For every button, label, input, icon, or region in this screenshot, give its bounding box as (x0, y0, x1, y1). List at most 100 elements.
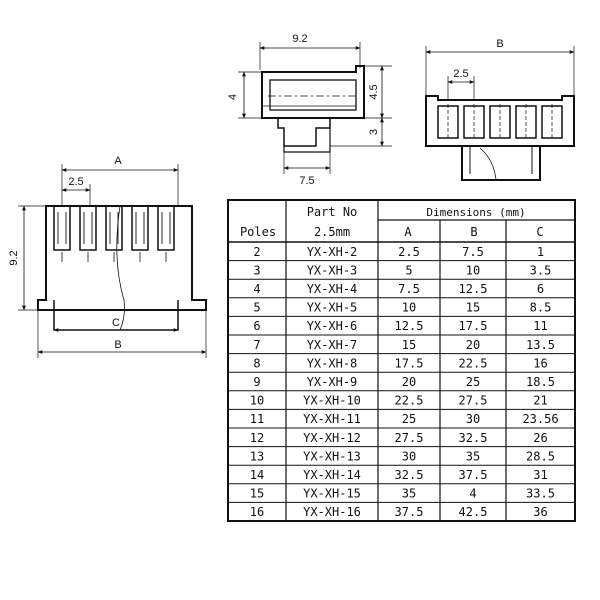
table-cell-a: 15 (402, 338, 416, 352)
front-wire (116, 205, 125, 331)
housing-latch (277, 118, 331, 147)
table-cell-poles: 10 (250, 394, 264, 408)
top-height-label: 4 (227, 94, 239, 100)
table-cell-c: 18.5 (526, 375, 555, 389)
table-cell-a: 7.5 (398, 282, 420, 296)
front-terminal-3 (105, 205, 123, 251)
table-cell-b: 12.5 (459, 282, 488, 296)
front-terminal-5 (157, 205, 175, 251)
table-cell-a: 5 (405, 263, 412, 277)
header-col-a: A (404, 225, 412, 239)
table-cell-c: 8.5 (530, 301, 552, 315)
table-cell-poles: 7 (253, 338, 260, 352)
table-cell-poles: 12 (250, 431, 264, 445)
table-cell-poles: 11 (250, 412, 264, 426)
table-cell-part: YX-XH-10 (303, 394, 361, 408)
table-cell-b: 17.5 (459, 319, 488, 333)
table-cell-poles: 6 (253, 319, 260, 333)
table-row: 10 YX-XH-10 22.5 27.5 21 (250, 394, 548, 408)
table-cell-c: 21 (533, 394, 547, 408)
front-pitch-label: 2.5 (68, 176, 83, 188)
table-cell-part: YX-XH-11 (303, 412, 361, 426)
table-cell-part: YX-XH-6 (307, 319, 358, 333)
header-part-no: Part No (307, 205, 358, 219)
table-cell-a: 10 (402, 301, 416, 315)
table-cell-a: 22.5 (395, 394, 424, 408)
top-width-label: 9.2 (292, 33, 307, 45)
table-cell-part: YX-XH-5 (307, 301, 358, 315)
top-view (238, 42, 392, 174)
table-cell-part: YX-XH-7 (307, 338, 358, 352)
table-row: 11 YX-XH-11 25 30 23.56 (250, 412, 559, 426)
header-part-no-sub: 2.5mm (314, 225, 350, 239)
table-cell-a: 30 (402, 449, 416, 463)
header-col-c: C (536, 225, 543, 239)
front-terminal-2 (79, 205, 97, 251)
table-cell-poles: 15 (250, 487, 264, 501)
table-cell-poles: 2 (253, 245, 260, 259)
front-terminal-1 (53, 205, 71, 251)
table-cell-b: 42.5 (459, 505, 488, 519)
table-cell-c: 31 (533, 468, 547, 482)
header-poles: Poles (240, 225, 276, 239)
table-cell-a: 20 (402, 375, 416, 389)
table-cell-b: 20 (466, 338, 480, 352)
table-cell-part: YX-XH-4 (307, 282, 358, 296)
front-c-label: C (112, 317, 120, 329)
table-cell-poles: 13 (250, 449, 264, 463)
table-cell-b: 37.5 (459, 468, 488, 482)
front-terminal-4 (131, 205, 149, 251)
table-cell-b: 15 (466, 301, 480, 315)
table-cell-c: 3.5 (530, 263, 552, 277)
table-cell-a: 2.5 (398, 245, 420, 259)
table-cell-b: 35 (466, 449, 480, 463)
table-cell-c: 33.5 (526, 487, 555, 501)
table-cell-c: 28.5 (526, 449, 555, 463)
housing-foot (283, 128, 331, 153)
front-a-label: A (114, 155, 122, 167)
table-border (227, 199, 576, 522)
side-wire (479, 147, 497, 181)
top-lower-label: 3 (368, 129, 380, 135)
table-cell-a: 12.5 (395, 319, 424, 333)
table-cell-poles: 9 (253, 375, 260, 389)
table-cell-c: 6 (537, 282, 544, 296)
table-row: 15 YX-XH-15 35 4 33.5 (250, 487, 555, 501)
header-col-b: B (470, 225, 477, 239)
top-bottom-label: 7.5 (299, 175, 314, 187)
table-cell-part: YX-XH-15 (303, 487, 361, 501)
table-cell-a: 37.5 (395, 505, 424, 519)
housing-cavity (269, 79, 357, 111)
table-cell-c: 1 (537, 245, 544, 259)
table-cell-a: 25 (402, 412, 416, 426)
front-view (18, 164, 207, 358)
table-cell-part: YX-XH-12 (303, 431, 361, 445)
table-cell-b: 27.5 (459, 394, 488, 408)
table-cell-poles: 4 (253, 282, 260, 296)
table-cell-c: 26 (533, 431, 547, 445)
table-cell-a: 32.5 (395, 468, 424, 482)
table-cell-b: 10 (466, 263, 480, 277)
table-header: Poles Part No 2.5mm Dimensions (mm) A B … (240, 205, 544, 239)
table-cell-a: 35 (402, 487, 416, 501)
table-cell-part: YX-XH-16 (303, 505, 361, 519)
table-cell-b: 32.5 (459, 431, 488, 445)
table-cell-poles: 3 (253, 263, 260, 277)
front-height-label: 9.2 (8, 250, 20, 265)
side-width-label: B (496, 38, 503, 50)
side-latch-block (461, 146, 541, 181)
table-cell-a: 17.5 (395, 356, 424, 370)
table-cell-c: 23.56 (522, 412, 558, 426)
table-cell-b: 30 (466, 412, 480, 426)
table-cell-b: 4 (469, 487, 476, 501)
